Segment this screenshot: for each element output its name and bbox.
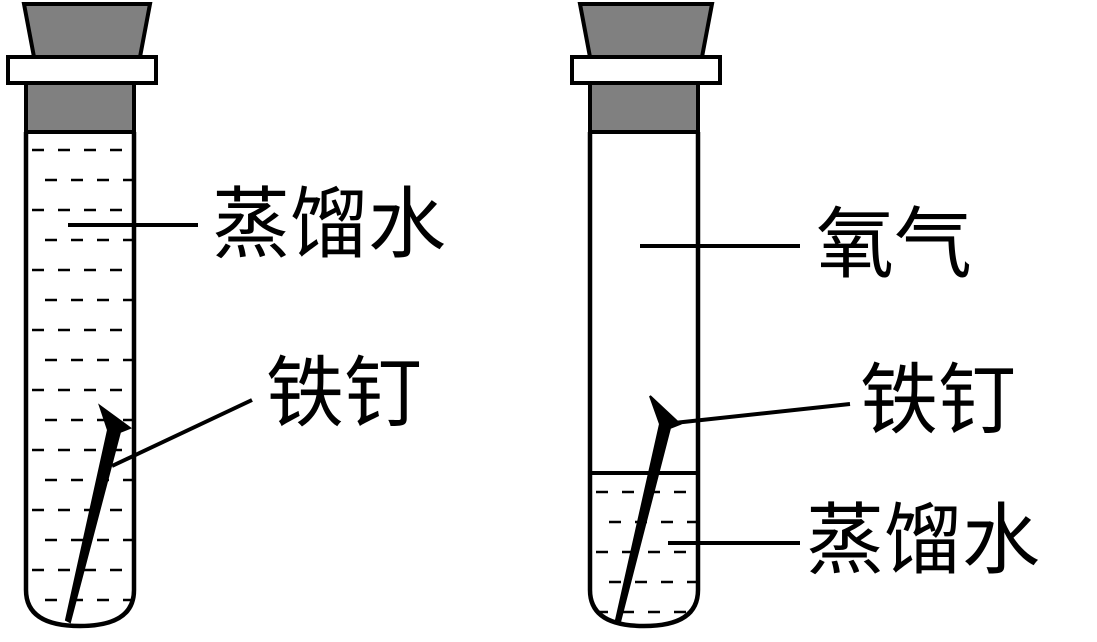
left-nail-leader	[111, 398, 253, 468]
left-nail-label: 铁钉	[266, 349, 423, 439]
right-iron-nail	[614, 395, 682, 624]
left-test-tube	[6, 2, 253, 629]
left-water-label: 蒸馏水	[212, 180, 447, 270]
left-iron-nail	[64, 403, 133, 624]
right-oxygen-label: 氧气	[816, 200, 973, 290]
right-test-tube	[570, 2, 851, 629]
right-nail-label: 铁钉	[860, 356, 1017, 446]
right-nail-leader	[673, 402, 851, 425]
right-tube-outline	[587, 132, 701, 629]
right-water-label: 蒸馏水	[806, 496, 1041, 586]
right-stopper	[570, 2, 722, 134]
left-water-fill	[32, 148, 134, 602]
left-tube-outline	[23, 132, 137, 629]
left-stopper	[6, 2, 158, 134]
